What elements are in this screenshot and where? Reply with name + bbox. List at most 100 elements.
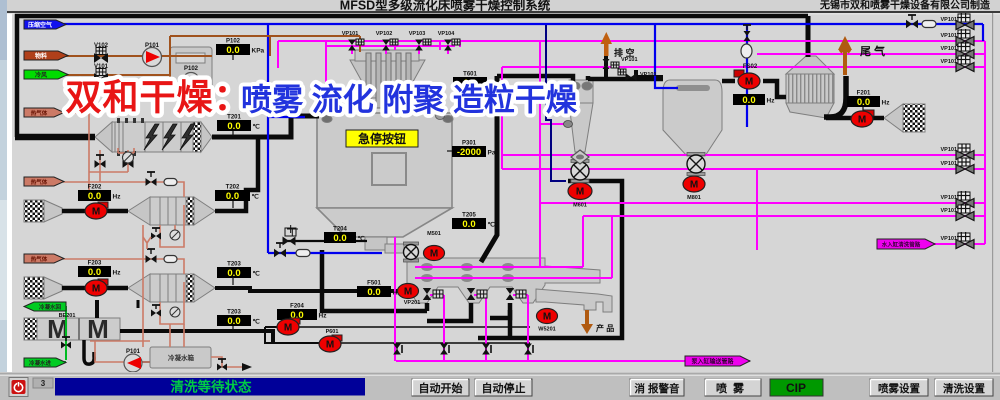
- svg-text:产 品: 产 品: [596, 323, 614, 333]
- svg-text:VP101: VP101: [621, 57, 638, 63]
- svg-text:℃: ℃: [253, 318, 261, 326]
- svg-text:自动开始: 自动开始: [419, 381, 463, 395]
- svg-text:M: M: [284, 323, 292, 334]
- svg-text:VP101: VP101: [940, 17, 957, 23]
- svg-text:热气体: 热气体: [31, 178, 48, 186]
- svg-text:泵入缸输送管路: 泵入缸输送管路: [691, 357, 734, 365]
- svg-text:喷雾: 喷雾: [716, 381, 750, 395]
- svg-text:双和干燥：: 双和干燥：: [65, 77, 250, 118]
- svg-text:℃: ℃: [252, 193, 260, 201]
- svg-text:0.0: 0.0: [290, 310, 303, 321]
- svg-text:0.0: 0.0: [227, 268, 240, 279]
- svg-text:Hz: Hz: [767, 98, 776, 105]
- svg-text:VP101: VP101: [940, 161, 957, 167]
- svg-text:Hz: Hz: [113, 194, 122, 201]
- svg-text:急停按钮: 急停按钮: [358, 131, 406, 146]
- svg-text:喷雾 流化 附聚 造粒干燥: 喷雾 流化 附聚 造粒干燥: [241, 83, 578, 118]
- svg-text:物料: 物料: [35, 52, 47, 60]
- svg-text:F203: F203: [88, 261, 102, 267]
- svg-text:M: M: [404, 287, 412, 298]
- svg-text:VP104: VP104: [438, 31, 455, 37]
- svg-text:M601: M601: [573, 203, 587, 209]
- svg-text:热气体: 热气体: [31, 255, 48, 263]
- svg-text:无锡市双和喷雾干燥设备有限公司制造: 无锡市双和喷雾干燥设备有限公司制造: [819, 0, 991, 12]
- svg-text:VP101: VP101: [940, 236, 957, 242]
- svg-text:℃: ℃: [488, 221, 496, 229]
- svg-text:F204: F204: [290, 304, 304, 310]
- svg-text:M501: M501: [427, 231, 441, 237]
- svg-text:0.0: 0.0: [367, 287, 380, 298]
- svg-text:M801: M801: [687, 195, 701, 201]
- svg-text:Pa: Pa: [488, 150, 496, 157]
- svg-text:清洗设置: 清洗设置: [943, 382, 985, 395]
- svg-text:0.0: 0.0: [857, 97, 870, 108]
- svg-text:T201: T201: [227, 115, 241, 121]
- svg-text:VP201: VP201: [404, 300, 421, 306]
- svg-text:P101: P101: [126, 349, 141, 355]
- svg-text:℃: ℃: [253, 270, 261, 278]
- svg-text:0.0: 0.0: [227, 316, 240, 327]
- svg-text:VP101: VP101: [940, 195, 957, 201]
- svg-text:VP101: VP101: [640, 72, 657, 78]
- svg-text:T601: T601: [463, 72, 477, 78]
- svg-text:VP101: VP101: [940, 147, 957, 153]
- svg-text:V102: V102: [94, 43, 109, 49]
- svg-text:0.0: 0.0: [227, 121, 240, 132]
- svg-text:V101: V101: [94, 64, 109, 70]
- svg-text:M: M: [326, 340, 334, 351]
- svg-text:CIP: CIP: [786, 381, 806, 395]
- svg-text:T203: T203: [227, 262, 241, 268]
- svg-text:0.0: 0.0: [462, 219, 475, 230]
- svg-text:0.0: 0.0: [88, 267, 101, 278]
- svg-text:F501: F501: [367, 281, 381, 287]
- svg-text:0.0: 0.0: [742, 95, 755, 106]
- svg-text:M: M: [430, 249, 438, 260]
- svg-text:0.0: 0.0: [88, 191, 101, 202]
- svg-text:-2000: -2000: [457, 147, 481, 158]
- svg-text:消 报警音: 消 报警音: [635, 382, 680, 395]
- svg-text:P601: P601: [326, 329, 339, 335]
- svg-text:F201: F201: [857, 91, 871, 97]
- svg-text:冷凝水回: 冷凝水回: [39, 303, 62, 311]
- svg-text:M: M: [576, 187, 584, 198]
- svg-text:P102: P102: [226, 39, 241, 45]
- svg-text:排 空: 排 空: [614, 47, 635, 58]
- svg-text:M: M: [858, 115, 866, 126]
- svg-text:喷雾设置: 喷雾设置: [878, 382, 920, 395]
- svg-text:M: M: [745, 77, 753, 88]
- svg-text:尾 气: 尾 气: [859, 44, 885, 58]
- svg-text:T204: T204: [333, 227, 347, 233]
- svg-text:Hz: Hz: [319, 313, 328, 320]
- svg-text:压缩空气: 压缩空气: [28, 21, 52, 29]
- svg-text:VP101: VP101: [342, 31, 359, 37]
- svg-text:VP101: VP101: [940, 59, 957, 65]
- svg-text:M: M: [543, 312, 551, 323]
- svg-text:0.0: 0.0: [226, 191, 239, 202]
- svg-text:3: 3: [41, 379, 46, 388]
- svg-text:自动停止: 自动停止: [482, 381, 526, 395]
- svg-text:M: M: [87, 314, 109, 344]
- svg-text:M: M: [92, 284, 100, 295]
- svg-text:0.0: 0.0: [463, 78, 476, 89]
- svg-text:℃: ℃: [253, 123, 261, 131]
- svg-text:VP101: VP101: [940, 208, 957, 214]
- svg-text:VP103: VP103: [409, 31, 426, 37]
- svg-text:冷凝水进: 冷凝水进: [29, 359, 52, 367]
- svg-text:VP102: VP102: [376, 31, 393, 37]
- svg-text:热气体: 热气体: [31, 109, 48, 117]
- svg-text:P101: P101: [145, 43, 160, 49]
- svg-text:0.0: 0.0: [226, 45, 239, 56]
- svg-text:清洗等待状态: 清洗等待状态: [171, 379, 252, 395]
- svg-text:Hz: Hz: [113, 270, 122, 277]
- svg-text:水入缸清洗管路: 水入缸清洗管路: [882, 240, 921, 248]
- svg-text:MFSD型多级流化床喷雾干燥控制系统: MFSD型多级流化床喷雾干燥控制系统: [340, 0, 551, 13]
- svg-text:BE201: BE201: [59, 313, 76, 319]
- svg-text:冷凝水箱: 冷凝水箱: [168, 353, 195, 362]
- svg-text:T203: T203: [227, 310, 241, 316]
- svg-text:冷风: 冷风: [35, 71, 47, 79]
- svg-text:P301: P301: [462, 141, 477, 147]
- svg-text:Hz: Hz: [882, 100, 891, 107]
- svg-text:T202: T202: [226, 185, 240, 191]
- svg-text:℃: ℃: [489, 80, 497, 88]
- svg-text:KPa: KPa: [252, 48, 265, 55]
